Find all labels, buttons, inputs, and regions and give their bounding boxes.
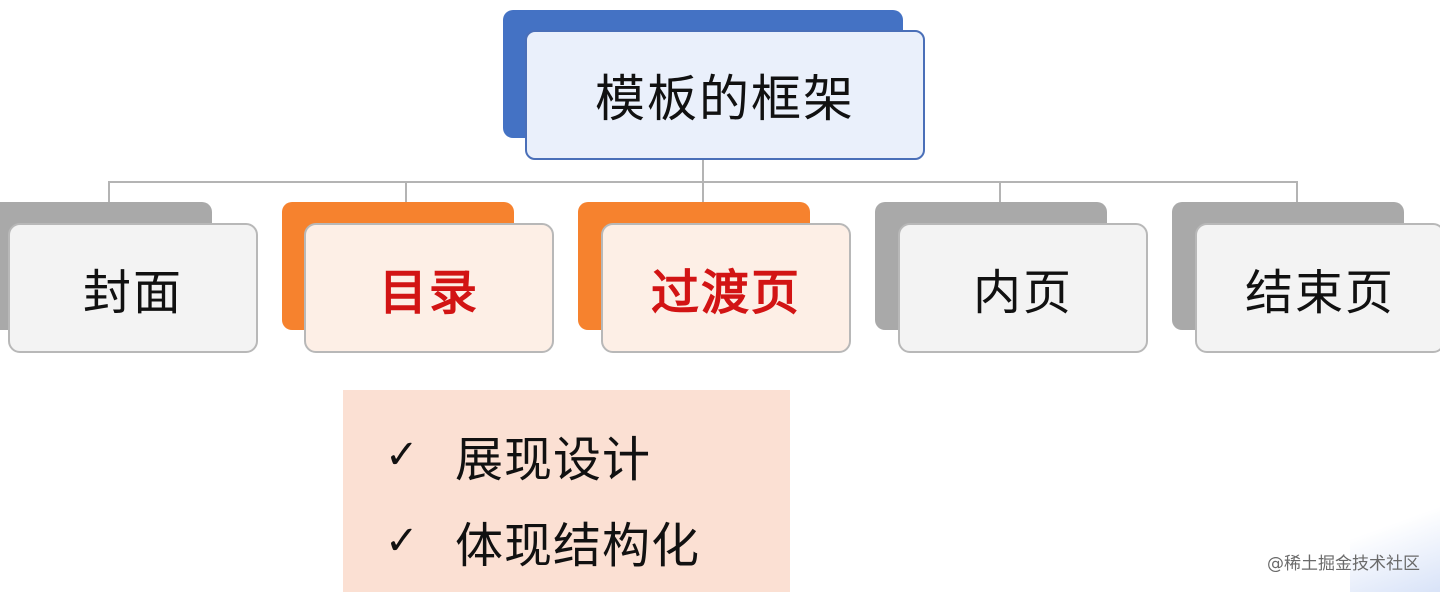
corner-decoration — [1350, 482, 1440, 592]
checkmark-icon: ✓ — [385, 432, 419, 478]
node-transition-label: 过渡页 — [650, 265, 801, 321]
connector-node-4 — [999, 181, 1001, 203]
root-node-label: 模板的框架 — [595, 70, 855, 128]
root-node: 模板的框架 — [525, 30, 925, 160]
node-inner-label: 内页 — [972, 265, 1073, 321]
node-transition: 过渡页 — [601, 223, 851, 353]
node-inner: 内页 — [898, 223, 1148, 353]
connector-node-5 — [1296, 181, 1298, 203]
node-cover-label: 封面 — [82, 265, 183, 321]
node-toc-label: 目录 — [378, 265, 479, 321]
node-toc: 目录 — [304, 223, 554, 353]
watermark: @稀土掘金技术社区 — [1267, 554, 1420, 574]
node-cover: 封面 — [8, 223, 258, 353]
detail-item: ✓ 展现设计 — [385, 420, 651, 490]
detail-item-text: 展现设计 — [455, 432, 652, 488]
detail-item-text: 体现结构化 — [455, 518, 701, 574]
connector-node-3 — [702, 181, 704, 203]
toc-detail-panel: ✓ 展现设计 ✓ 体现结构化 — [343, 390, 790, 592]
connector-root-vertical — [702, 160, 704, 182]
detail-item: ✓ 体现结构化 — [385, 506, 700, 576]
node-end-label: 结束页 — [1244, 265, 1395, 321]
node-end: 结束页 — [1195, 223, 1440, 353]
connector-node-2 — [405, 181, 407, 203]
checkmark-icon: ✓ — [385, 518, 419, 564]
connector-node-1 — [108, 181, 110, 203]
